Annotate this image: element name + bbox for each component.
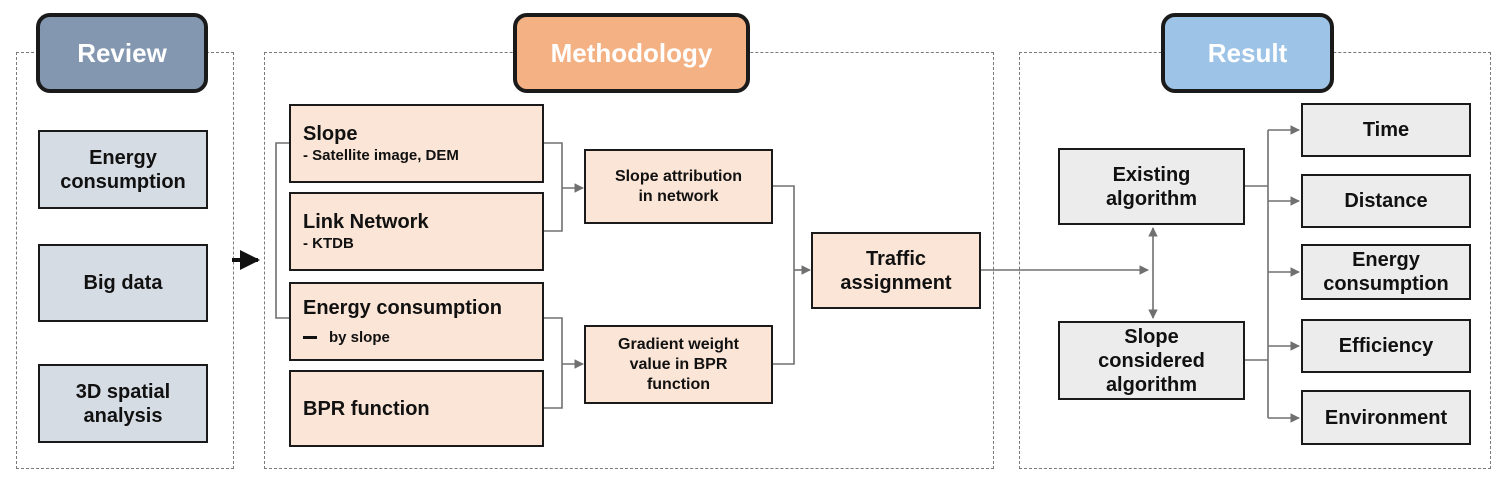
review-item-big-data: Big data <box>38 244 208 322</box>
existing-algorithm-line: Existing <box>1112 163 1191 186</box>
slope-considered-line: algorithm <box>1105 373 1198 396</box>
result-item-line: consumption <box>1323 273 1449 295</box>
slope-title: Slope <box>303 122 358 145</box>
energy-sub-label: by slope <box>329 328 390 346</box>
methodology-header: Methodology <box>513 13 750 93</box>
review-item-line: Big data <box>83 272 163 294</box>
energy-consumption-sub: by slope <box>303 328 390 348</box>
energy-consumption-box: Energy consumption by slope <box>289 282 544 361</box>
slope-source: - Satellite image, DEM <box>303 146 459 164</box>
dash-bullet <box>303 336 317 340</box>
result-item-environment: Environment <box>1301 390 1471 445</box>
result-header: Result <box>1161 13 1334 93</box>
result-item-distance: Distance <box>1301 174 1471 228</box>
result-item-energy-consumption: Energy consumption <box>1301 244 1471 300</box>
review-item-energy-consumption: Energy consumption <box>38 130 208 209</box>
traffic-assignment-box: Traffic assignment <box>811 232 981 309</box>
gradient-weight-line: function <box>646 375 711 393</box>
slope-considered-line: considered <box>1098 349 1205 372</box>
slope-considered-algorithm-box: Slope considered algorithm <box>1058 321 1245 400</box>
traffic-assignment-line: Traffic <box>865 247 927 270</box>
review-item-line: Energy <box>89 146 157 169</box>
slope-attribution-line: Slope attribution <box>614 167 743 185</box>
result-item-line: Time <box>1362 119 1410 141</box>
review-item-line: analysis <box>83 404 163 427</box>
slope-attribution-line: in network <box>638 187 719 205</box>
gradient-weight-box: Gradient weight value in BPR function <box>584 325 773 404</box>
result-item-line: Efficiency <box>1338 335 1434 357</box>
result-item-time: Time <box>1301 103 1471 157</box>
link-network-source: - KTDB <box>303 234 354 252</box>
bpr-function-box: BPR function <box>289 370 544 447</box>
slope-attribution-box: Slope attribution in network <box>584 149 773 224</box>
review-header: Review <box>36 13 208 93</box>
result-item-line: Energy <box>1352 249 1420 271</box>
result-item-line: Environment <box>1324 406 1448 429</box>
slope-box: Slope - Satellite image, DEM <box>289 104 544 183</box>
gradient-weight-line: Gradient weight <box>618 335 739 353</box>
traffic-assignment-line: assignment <box>840 271 952 294</box>
gradient-weight-line: value in BPR <box>629 355 728 373</box>
result-item-efficiency: Efficiency <box>1301 319 1471 373</box>
existing-algorithm-box: Existing algorithm <box>1058 148 1245 225</box>
energy-consumption-title: Energy consumption <box>303 296 502 319</box>
bpr-function-title: BPR function <box>303 397 430 420</box>
review-item-line: 3D spatial <box>75 380 171 403</box>
review-item-3d-spatial-analysis: 3D spatial analysis <box>38 364 208 443</box>
result-item-line: Distance <box>1344 190 1428 212</box>
review-item-line: consumption <box>60 170 186 193</box>
link-network-title: Link Network <box>303 210 429 233</box>
slope-considered-line: Slope <box>1124 325 1179 348</box>
existing-algorithm-line: algorithm <box>1105 187 1198 210</box>
link-network-box: Link Network - KTDB <box>289 192 544 271</box>
